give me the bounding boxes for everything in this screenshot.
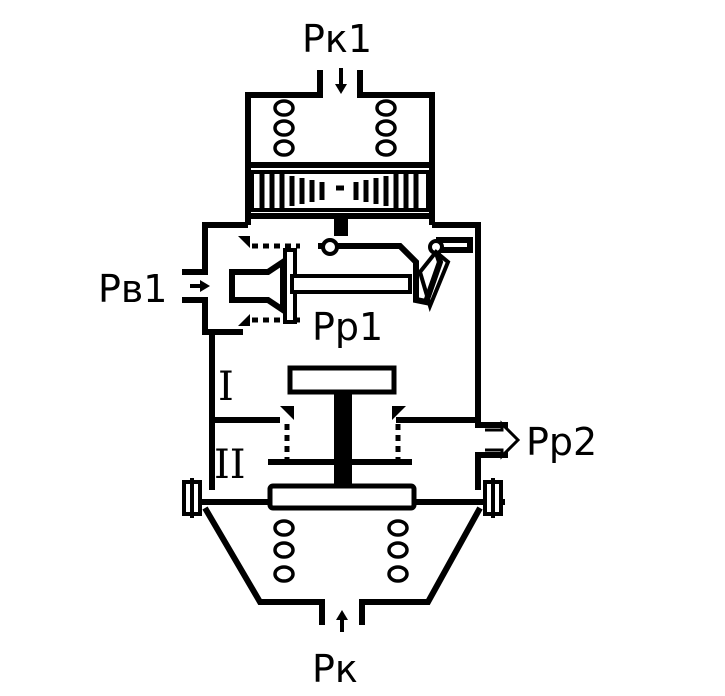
bottom-chamber <box>202 506 483 625</box>
top-chamber <box>245 70 435 236</box>
bottom-right-spring <box>387 519 409 583</box>
bottom-left-spring <box>273 519 295 583</box>
arrow-up-icon <box>336 610 348 632</box>
nozzle-flapper-assembly <box>229 236 473 326</box>
valve-assembly <box>268 365 412 492</box>
lower-flange <box>182 478 505 518</box>
label-chamber-2: II <box>214 442 246 488</box>
arrow-right-outlet-icon <box>485 420 521 460</box>
arrow-down-icon <box>335 68 347 94</box>
top-bellows <box>248 162 432 219</box>
top-right-spring <box>375 99 397 157</box>
label-pk1: Рк1 <box>302 17 372 61</box>
label-pp1: Рр1 <box>312 305 383 349</box>
arrow-right-icon <box>190 280 210 292</box>
flow-arrows <box>190 68 521 632</box>
middle-body <box>182 222 508 490</box>
top-left-spring <box>273 99 295 157</box>
label-pv1: Рв1 <box>98 267 168 311</box>
label-pp2: Рр2 <box>526 420 597 464</box>
label-pk: Рк <box>312 647 358 691</box>
label-chamber-1: I <box>218 364 234 410</box>
